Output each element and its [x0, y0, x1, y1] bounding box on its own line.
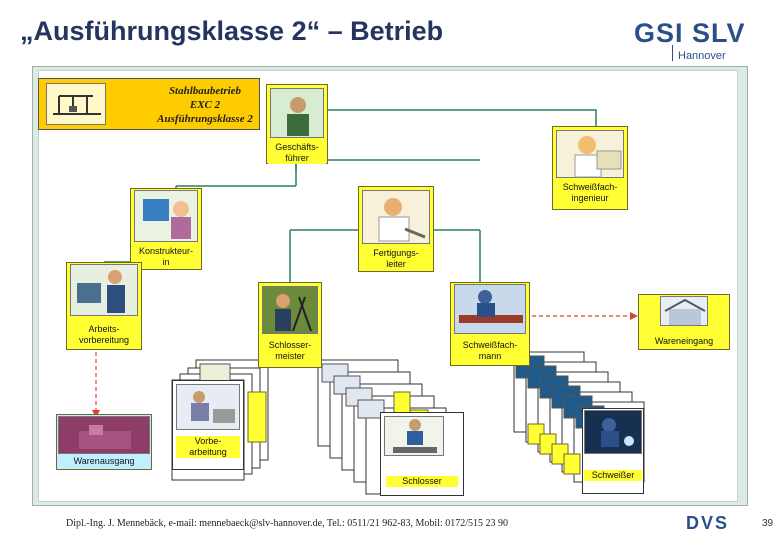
locksmith-picture	[384, 416, 444, 456]
role-label-konstrukteurin: Konstrukteur- in	[132, 246, 200, 268]
goods-issue-picture	[58, 416, 150, 454]
role-label-warenausgang: Warenausgang	[60, 456, 148, 467]
slide-title: „Ausführungsklasse 2“ – Betrieb	[20, 16, 444, 46]
pre-processing-picture	[176, 384, 240, 430]
welder-picture	[584, 410, 642, 454]
footer-contact: Dipl.-Ing. J. Mennebäck, e-mail: menneba…	[66, 518, 509, 529]
designer-picture	[134, 190, 198, 242]
card-stack-edges	[247, 391, 581, 475]
master-locksmith-picture	[262, 286, 318, 334]
role-label-schweisser: Schweißer	[584, 470, 642, 481]
role-label-fertigungsleiter: Fertigungs- leiter	[362, 248, 430, 270]
header-line-3: Ausführungsklasse 2	[157, 113, 253, 125]
role-label-arbeitsvorbereitung: Arbeits- vorbereitung	[68, 324, 140, 346]
engineer-picture	[556, 130, 624, 178]
logo-subtext: Hannover	[678, 50, 726, 62]
crane-icon	[46, 83, 106, 125]
logo-divider	[672, 45, 673, 61]
production-manager-picture	[362, 190, 430, 244]
page-number: 39	[762, 518, 774, 529]
role-label-schweissfachmann: Schweißfach- mann	[452, 340, 528, 362]
gsi-slv-logo: GSI SLV	[634, 18, 746, 48]
header-line-1: Stahlbaubetrieb	[168, 85, 242, 97]
role-label-wareneingang: Wareneingang	[642, 336, 726, 347]
dvs-logo: DVS	[686, 513, 730, 533]
work-preparation-picture	[70, 264, 138, 316]
role-label-schweissfachingenieur: Schweißfach- ingenieur	[554, 182, 626, 204]
role-label-schlossermeister: Schlosser- meister	[260, 340, 320, 362]
goods-receipt-picture	[660, 296, 708, 326]
company-header-text: Stahlbaubetrieb EXC 2 Ausführungsklasse …	[150, 84, 260, 126]
welding-specialist-picture	[454, 284, 526, 334]
role-label-vorbearbeitung: Vorbe- arbeitung	[176, 436, 240, 458]
header-line-2: EXC 2	[189, 99, 221, 111]
role-label-schlosser: Schlosser	[386, 476, 458, 487]
executive-picture	[270, 88, 324, 138]
role-label-geschaeftsfuehrer: Geschäfts- führer	[268, 142, 326, 164]
